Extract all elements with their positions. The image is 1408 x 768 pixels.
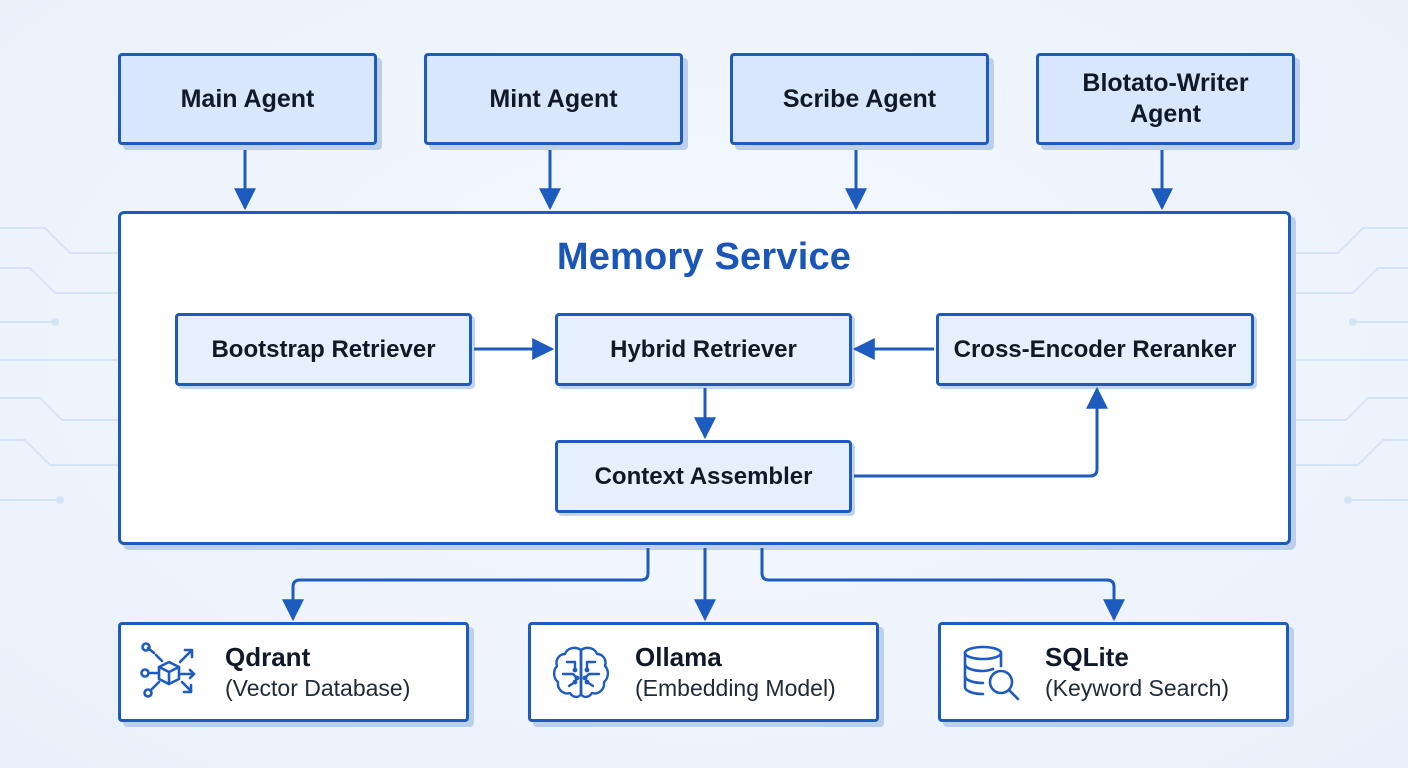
memory-service-title: Memory Service (556, 236, 852, 278)
hybrid-retriever-box: Hybrid Retriever (555, 313, 852, 386)
agent-label: Mint Agent (489, 84, 618, 113)
vector-network-icon (140, 642, 196, 698)
agent-box-blotato-writer: Blotato-Writer Agent (1036, 53, 1295, 145)
database-search-icon (963, 645, 1020, 701)
store-text: Ollama (Embedding Model) (635, 641, 836, 703)
agent-label: Blotato-Writer Agent (1082, 69, 1249, 128)
component-label: Cross-Encoder Reranker (953, 335, 1237, 363)
agent-label: Scribe Agent (782, 84, 937, 113)
store-description: (Embedding Model) (635, 675, 836, 701)
store-name: Ollama (635, 642, 722, 672)
brain-circuit-icon (552, 646, 610, 699)
agent-label: Main Agent (180, 84, 315, 113)
store-description: (Keyword Search) (1045, 675, 1230, 701)
store-text: Qdrant (Vector Database) (225, 641, 410, 703)
store-box-ollama: Ollama (Embedding Model) (528, 622, 879, 722)
component-label: Context Assembler (594, 462, 813, 490)
bootstrap-retriever-box: Bootstrap Retriever (175, 313, 472, 386)
store-name: SQLite (1045, 642, 1129, 672)
store-box-sqlite: SQLite (Keyword Search) (938, 622, 1289, 722)
component-label: Bootstrap Retriever (211, 335, 436, 363)
arrow-memory-to-sqlite (760, 548, 1125, 622)
context-assembler-box: Context Assembler (555, 440, 852, 513)
agent-box-mint: Mint Agent (424, 53, 683, 145)
arrow-memory-to-qdrant (282, 548, 650, 622)
store-name: Qdrant (225, 642, 311, 672)
cross-encoder-reranker-box: Cross-Encoder Reranker (936, 313, 1254, 386)
arrow-assembler-to-reranker (854, 386, 1108, 478)
agent-box-scribe: Scribe Agent (730, 53, 989, 145)
store-text: SQLite (Keyword Search) (1045, 641, 1229, 703)
component-label: Hybrid Retriever (610, 335, 797, 363)
store-description: (Vector Database) (225, 675, 411, 701)
store-box-qdrant: Qdrant (Vector Database) (118, 622, 469, 722)
agent-box-main: Main Agent (118, 53, 377, 145)
